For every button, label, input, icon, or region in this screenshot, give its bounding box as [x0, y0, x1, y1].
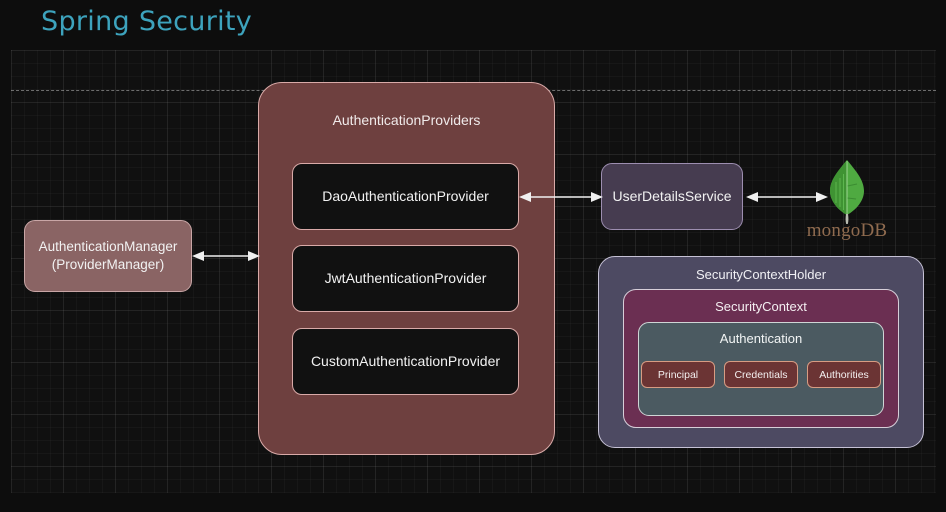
chip-principal-label: Principal	[657, 368, 699, 381]
chip-principal[interactable]: Principal	[641, 361, 715, 388]
security-context-holder-label: SecurityContextHolder	[695, 267, 827, 282]
security-context-label: SecurityContext	[715, 299, 807, 314]
node-dao-authentication-provider[interactable]: DaoAuthenticationProvider	[292, 163, 519, 230]
authentication-manager-sublabel: (ProviderManager)	[51, 257, 165, 272]
jwt-authentication-provider-label: JwtAuthenticationProvider	[324, 270, 487, 287]
authentication-manager-label: AuthenticationManager	[38, 239, 178, 255]
mongodb-leaf-icon	[830, 160, 864, 224]
node-authentication-manager[interactable]: AuthenticationManager (ProviderManager)	[24, 220, 192, 292]
node-jwt-authentication-provider[interactable]: JwtAuthenticationProvider	[292, 245, 519, 312]
chip-authorities[interactable]: Authorities	[807, 361, 881, 388]
mongodb-logo: mongoDB	[797, 158, 897, 246]
chip-credentials[interactable]: Credentials	[724, 361, 798, 388]
node-user-details-service[interactable]: UserDetailsService	[601, 163, 743, 230]
page-title: Spring Security	[41, 6, 253, 37]
custom-authentication-provider-label: CustomAuthenticationProvider	[310, 353, 501, 370]
authentication-fields: Principal Credentials Authorities	[638, 360, 884, 389]
chip-authorities-label: Authorities	[819, 368, 869, 381]
authentication-providers-label: AuthenticationProviders	[332, 112, 481, 128]
arrow-userdetailsservice-to-mongodb	[746, 187, 828, 207]
arrow-manager-to-providers	[192, 246, 260, 266]
authentication-label: Authentication	[719, 331, 803, 346]
mongodb-label: mongoDB	[806, 220, 888, 241]
node-custom-authentication-provider[interactable]: CustomAuthenticationProvider	[292, 328, 519, 395]
arrow-dao-to-userdetailsservice	[519, 187, 603, 207]
chip-credentials-label: Credentials	[734, 368, 788, 381]
dao-authentication-provider-label: DaoAuthenticationProvider	[322, 188, 489, 205]
user-details-service-label: UserDetailsService	[612, 188, 732, 205]
